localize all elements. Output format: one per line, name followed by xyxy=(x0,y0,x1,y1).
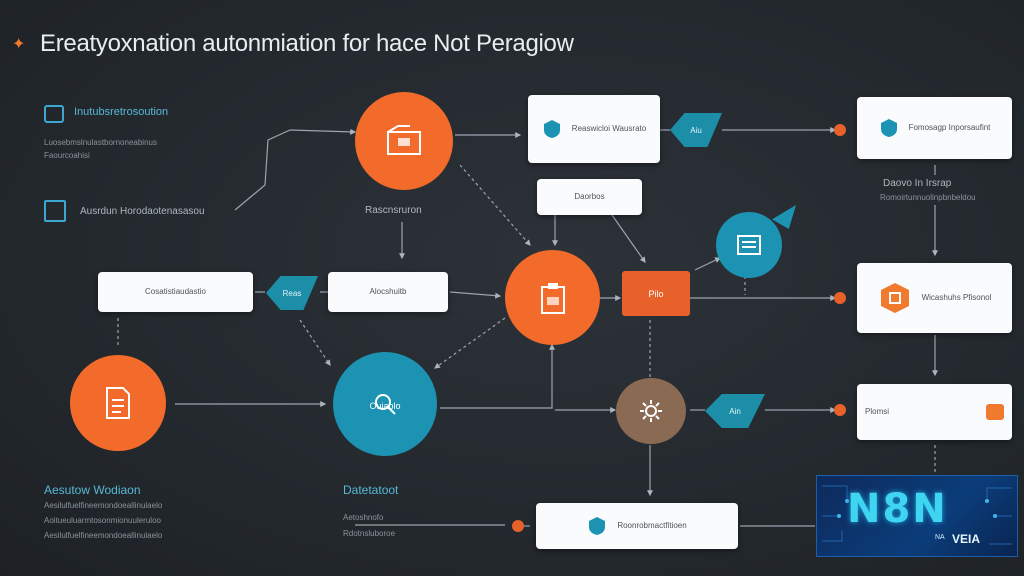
caption-bottom-left: Aesutow Wodiaon xyxy=(44,483,141,497)
label-daovo: Daovo In Irsrap xyxy=(883,178,952,189)
orange-rect-label: Pilo xyxy=(648,288,664,299)
node-box-1[interactable]: Cosatistiaudastio xyxy=(98,272,253,312)
list-icon xyxy=(44,200,66,222)
caption-bottom-mid: Datetatoot xyxy=(343,483,399,497)
note-bottom-mid-1: Aetoshnofo xyxy=(343,513,384,522)
node-box-5[interactable]: Wicashuhs Pfisonol xyxy=(857,263,1012,333)
brand-veia: VEIA xyxy=(952,532,981,546)
file-icon xyxy=(106,387,130,419)
orange-node-center[interactable] xyxy=(505,250,600,345)
connector-dot-2[interactable] xyxy=(834,292,846,304)
connector-dot-1[interactable] xyxy=(834,124,846,136)
orange-rect-node[interactable]: Pilo xyxy=(622,271,690,316)
brand-badge: N8N NA VEIA xyxy=(816,475,1018,557)
box-3-text: Reaswicloi Wausrato xyxy=(571,124,647,133)
note-bottom-left-1: Aesilulfuelfineemondoeallinulaelo xyxy=(44,501,163,510)
box-1-text: Cosatistiaudastio xyxy=(145,287,206,296)
teal-node-center[interactable]: Ouiablo xyxy=(333,352,437,456)
label-ausrdun: Ausrdun Horodaotenasasou xyxy=(80,206,205,217)
gear-icon xyxy=(640,400,662,422)
hexagon-icon xyxy=(878,281,912,315)
circuit-pattern xyxy=(822,485,1012,545)
box-6-text: Daorbos xyxy=(574,192,605,201)
sparkle-icon: ✦ xyxy=(12,36,26,53)
teal-node-top[interactable] xyxy=(716,212,782,278)
brown-node[interactable] xyxy=(616,378,686,444)
shield-icon xyxy=(542,119,562,139)
note-bottom-mid-2: Rdotnsluboroe xyxy=(343,529,396,538)
panel-note-2: Faourcoahisi xyxy=(44,151,90,160)
folder-icon xyxy=(387,125,421,155)
box-4-text: Fomosagp Inporsaufint xyxy=(908,123,991,132)
label-rascnsruron: Rascnsruron xyxy=(365,205,422,216)
connector-dot-4[interactable] xyxy=(512,520,524,532)
orange-node-left[interactable] xyxy=(70,355,166,451)
panel-heading: Inutubsretrosoution xyxy=(74,106,169,118)
node-box-6[interactable]: Daorbos xyxy=(537,179,642,215)
shield-icon-3 xyxy=(587,516,607,536)
shield-icon-2 xyxy=(879,118,899,138)
brand-na: NA xyxy=(935,534,945,541)
panel-note: Luosebmslnulastbornoneabinus xyxy=(44,138,157,147)
document-icon xyxy=(737,235,761,255)
lock-icon xyxy=(986,404,1004,420)
search-icon xyxy=(375,394,396,415)
node-box-2[interactable]: Alocshuitb xyxy=(328,272,448,312)
page-title: Ereatyoxnation autonmiation for hace Not… xyxy=(40,30,574,57)
brand-logo-text: N8N xyxy=(847,486,948,532)
box-7-text: Plomsi xyxy=(865,407,890,416)
node-box-4[interactable]: Fomosagp Inporsaufint xyxy=(857,97,1012,159)
box-5-text: Wicashuhs Pfisonol xyxy=(921,293,992,302)
note-bottom-left-3: Aesilulfuelfineemondoeallinulaelo xyxy=(44,531,163,540)
connector-dot-3[interactable] xyxy=(834,404,846,416)
note-bottom-left-2: Aoitueuluarmtosonmionuuleruloo xyxy=(44,516,161,525)
teal-node-label: Ouiablo xyxy=(369,401,401,411)
panel-icon xyxy=(44,105,64,123)
node-box-7[interactable]: Plomsi xyxy=(857,384,1012,440)
node-box-3[interactable]: Reaswicloi Wausrato xyxy=(528,95,660,163)
orange-node-top[interactable] xyxy=(355,92,453,190)
clipboard-icon xyxy=(540,282,565,314)
label-daovo-sub: Romoirtunnuolinpbnbeldou xyxy=(880,193,976,202)
box-8-text: Roonrobmactfitioen xyxy=(617,521,687,530)
node-box-8[interactable]: Roonrobmactfitioen xyxy=(536,503,738,549)
box-2-text: Alocshuitb xyxy=(369,287,407,296)
